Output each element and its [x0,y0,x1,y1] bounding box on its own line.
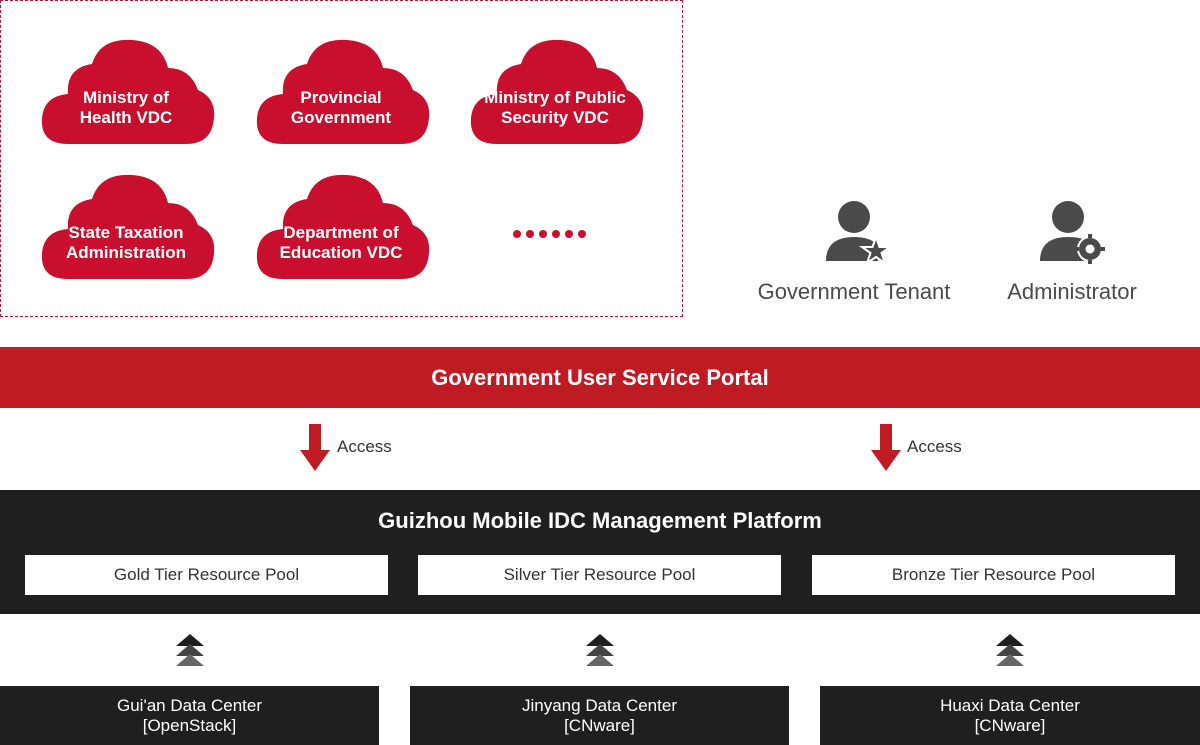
vdc-label-line1: Ministry of [83,88,169,107]
stacked-up-arrow-icon [586,634,614,666]
cloud-icon [41,39,215,144]
pool-label: Bronze Tier Resource Pool [891,565,1096,584]
platform-title: Guizhou Mobile IDC Management Platform [378,508,822,533]
vdc-label-line1: Provincial [300,88,382,107]
vdc-label-line1: Department of [283,223,399,242]
service-portal-bar: Government User Service Portal [0,347,1200,408]
stacked-up-arrow-icon [176,634,204,666]
dc-name: Gui'an Data Center [117,695,262,715]
vdc-label-line2: Health VDC [79,108,173,127]
vdc-label-line2: Security VDC [501,108,609,127]
role-label-tenant: Government Tenant [757,279,951,304]
vdc-label-line1: State Taxation [68,223,184,242]
access-label-right: Access [907,437,962,456]
cloud-icon [256,39,430,144]
vdc-label-line1: Ministry of Public [484,88,626,107]
pool-label: Gold Tier Resource Pool [113,565,300,584]
dc-stack: [CNware] [974,715,1046,735]
resource-pool-silver: Silver Tier Resource Pool [418,555,781,595]
cloud-icon [256,174,430,279]
pool-label: Silver Tier Resource Pool [503,565,696,584]
access-label-left: Access [337,437,392,456]
role-government-tenant: Government Tenant [740,195,968,310]
dc-name: Jinyang Data Center [522,695,677,715]
vdc-group-box [0,0,683,317]
more-ellipsis [513,225,599,245]
idc-management-platform: Guizhou Mobile IDC Management Platform G… [0,490,1200,614]
access-arrow-left-icon [300,424,330,471]
user-gear-icon [1040,201,1105,264]
resource-pool-gold: Gold Tier Resource Pool [25,555,388,595]
access-arrow-right-icon [871,424,901,471]
stacked-up-arrow-icon [996,634,1024,666]
cloud-icon [41,174,215,279]
portal-title: Government User Service Portal [431,364,769,390]
cloud-icon [470,39,644,144]
data-center-guian: Gui'an Data Center [OpenStack] [0,686,379,745]
user-star-icon [826,201,894,265]
role-label-admin: Administrator [1007,279,1137,304]
vdc-label-line2: Education VDC [279,243,403,262]
data-center-huaxi: Huaxi Data Center [CNware] [820,686,1200,745]
dc-name: Huaxi Data Center [940,695,1080,715]
role-administrator: Administrator [990,195,1154,310]
vdc-label-line2: Government [290,108,392,127]
vdc-label-line2: Administration [66,243,186,262]
resource-pool-bronze: Bronze Tier Resource Pool [812,555,1175,595]
data-center-jinyang: Jinyang Data Center [CNware] [410,686,789,745]
dc-stack: [CNware] [564,715,635,735]
dc-stack: [OpenStack] [142,715,237,735]
